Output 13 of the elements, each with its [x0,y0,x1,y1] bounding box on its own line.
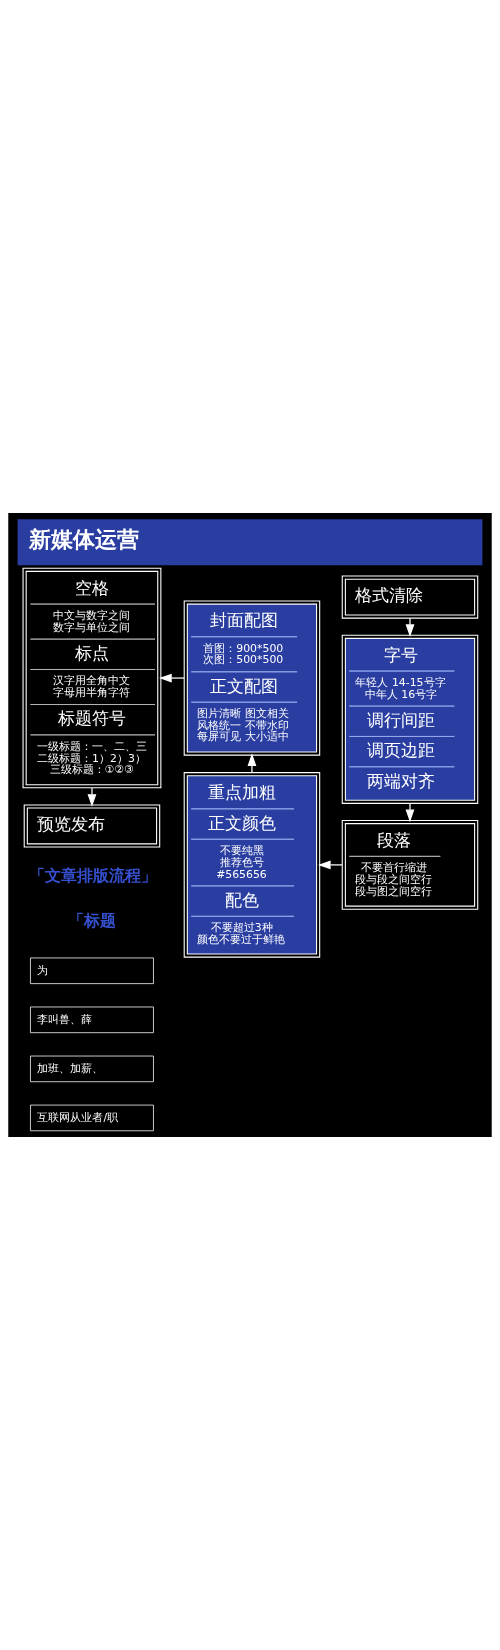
label: 加班、加薪、 [37,1062,104,1076]
diagram-title: 新媒体运营 [28,527,139,553]
label: 「标题 [68,912,117,931]
label: 为 [37,964,49,978]
arrow [159,673,185,683]
label: 互联网从业者/职 [37,1111,119,1125]
label: 李叫兽、薛 [37,1013,93,1027]
arrow [405,617,415,637]
arrow [87,787,97,807]
arrow [247,753,257,774]
arrow [405,802,415,823]
label: 「文章排版流程」 [28,867,157,886]
arrow [318,860,343,870]
